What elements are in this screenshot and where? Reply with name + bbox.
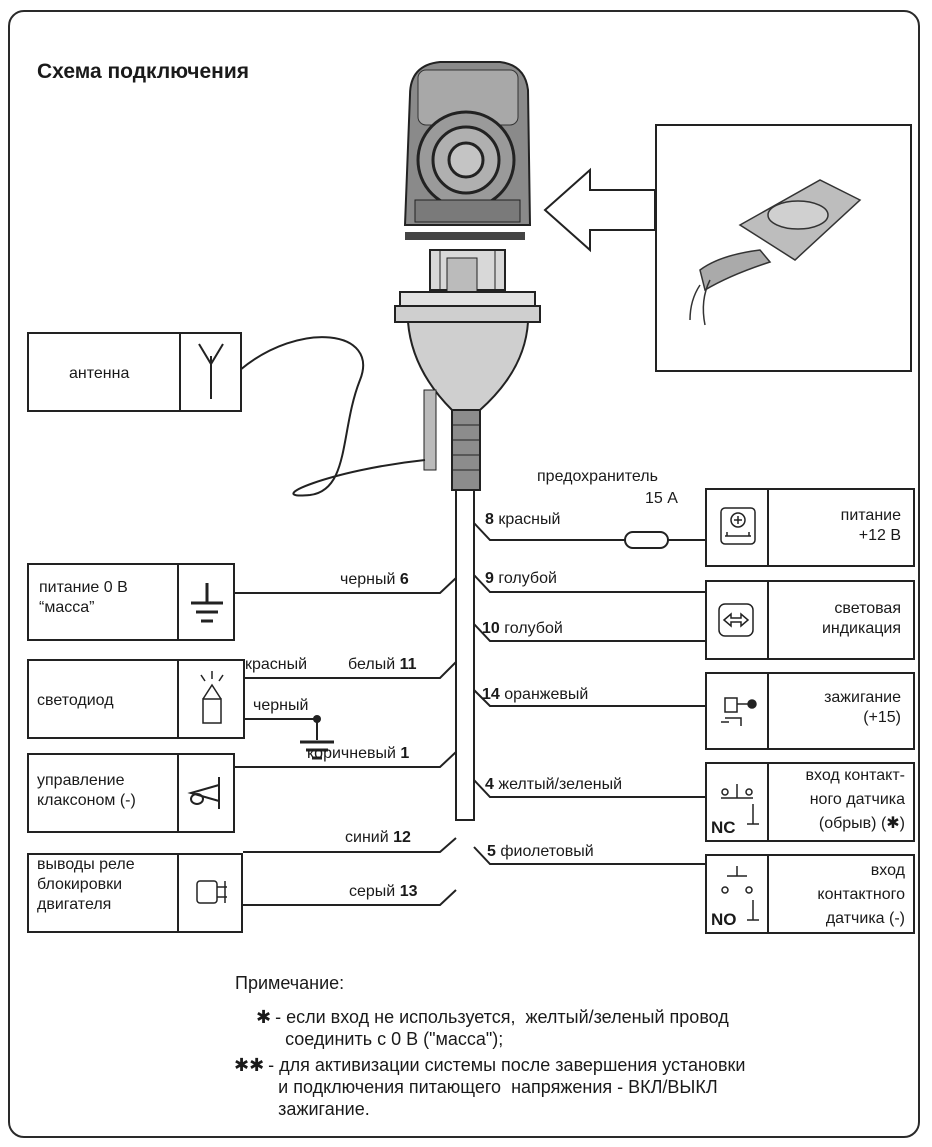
no-switch-icon: NO: [707, 856, 769, 932]
wire-bundle: [455, 489, 475, 821]
battery-icon: [707, 490, 769, 565]
led-icon: [177, 661, 245, 737]
note-item-1: ✱ - если вход не используется, желтый/зе…: [256, 1006, 729, 1050]
wire-label-12: синий 12: [345, 829, 411, 846]
ignition-box: зажигание (+15): [705, 672, 915, 750]
no-input-box: NO вход контактного датчика (-): [705, 854, 915, 934]
fuse-icon: [624, 531, 669, 549]
note-mark-2: ✱✱: [234, 1055, 265, 1075]
note-mark-1: ✱: [256, 1007, 272, 1027]
ground-icon: [177, 565, 235, 639]
wire-label-6: черный 6: [340, 571, 409, 588]
wire-label-9: 9 голубой: [485, 570, 557, 587]
wire-label-11: белый 11: [348, 656, 417, 673]
wire-label-14: 14 оранжевый: [482, 686, 589, 703]
control-unit-icon: [403, 61, 532, 240]
indicator-arrows-icon: [707, 582, 769, 658]
relay-label: выводы реле блокировки двигателя: [37, 856, 135, 913]
diagram-frame: [8, 10, 920, 1138]
ignition-label: зажигание (+15): [824, 689, 901, 726]
no-tag: NO: [711, 910, 737, 929]
wire-label-13: серый 13: [349, 883, 418, 900]
antenna-label: антенна: [69, 365, 130, 382]
antenna-box: антенна: [27, 332, 242, 412]
fuse-rating: 15 А: [645, 490, 678, 507]
wire-label-4: 4 желтый/зеленый: [485, 776, 623, 793]
arrow-icon: [543, 167, 656, 253]
horn-label: управление клаксоном (-): [37, 772, 136, 809]
note-text-2: - для активизации системы после завершен…: [268, 1055, 746, 1119]
led-box: светодиод: [27, 659, 245, 739]
power-box: питание +12 В: [705, 488, 915, 567]
wire-label-1: коричневый 1: [307, 745, 410, 762]
note-text-1: - если вход не используется, желтый/зеле…: [275, 1007, 729, 1049]
diagram-title: Схема подключения: [37, 60, 250, 83]
indicators-label: световая индикация: [821, 600, 901, 637]
relay-icon: [177, 855, 243, 931]
nc-input-box: NC вход контакт- ного датчика (обрыв) (✱…: [705, 762, 915, 842]
antenna-icon: [179, 334, 242, 410]
ground-label: питание 0 В “масса”: [39, 579, 128, 616]
horn-box: управление клаксоном (-): [27, 753, 235, 833]
wire-label-5: 5 фиолетовый: [487, 843, 594, 860]
led-black-wire-label: черный: [253, 697, 309, 714]
led-label: светодиод: [37, 692, 114, 709]
fuse-label: предохранитель: [537, 468, 658, 485]
ground-box: питание 0 В “масса”: [27, 563, 235, 641]
wire-label-10: 10 голубой: [482, 620, 563, 637]
note-item-2: ✱✱ - для активизации системы после завер…: [234, 1054, 745, 1120]
ignition-key-icon: [707, 674, 769, 748]
indicators-box: световая индикация: [705, 580, 915, 660]
notes-heading: Примечание:: [235, 973, 345, 993]
power-label: питание +12 В: [840, 507, 901, 544]
nc-input-label: вход контакт- ного датчика (обрыв) (✱): [805, 767, 905, 832]
nc-tag: NC: [711, 818, 736, 837]
no-input-label: вход контактного датчика (-): [817, 862, 905, 927]
led-red-wire-label: красный: [245, 656, 308, 673]
nc-switch-icon: NC: [707, 764, 769, 840]
horn-icon: [177, 755, 235, 831]
relay-box: выводы реле блокировки двигателя: [27, 853, 243, 933]
wire-label-8: 8 красный: [485, 511, 561, 528]
connector-icon: [394, 249, 541, 491]
